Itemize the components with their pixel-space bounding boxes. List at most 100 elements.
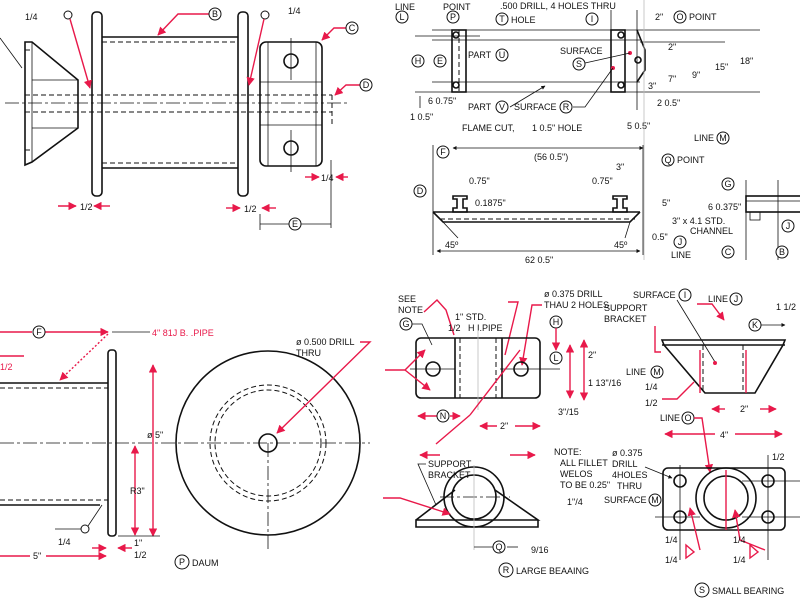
pipe-flange-view: F 4" 81J B. .PIPE 1/2 1/4 ø 5" R3" 1" 1/… bbox=[0, 325, 372, 570]
bubble-B: B bbox=[208, 7, 222, 21]
dim-9-16: 9/16 bbox=[531, 545, 549, 555]
bracket-label: BRACKET bbox=[428, 470, 471, 480]
dim-2: 2" bbox=[740, 404, 748, 414]
dim-diameter: ø 5" bbox=[147, 430, 163, 440]
dim-15: 15" bbox=[715, 62, 728, 72]
bubble-O: O bbox=[684, 413, 691, 423]
bubble-J: J bbox=[734, 294, 739, 304]
hole-note: 1 0.5" HOLE bbox=[532, 123, 582, 133]
dim-2: 2" bbox=[500, 421, 508, 431]
bubble-I: I bbox=[684, 290, 687, 300]
drill-note: THRU bbox=[296, 348, 321, 358]
bracket-label: SUPPORT bbox=[604, 303, 648, 313]
drill-note: THAU 2 HOLES bbox=[544, 300, 609, 310]
bubble-O: O bbox=[676, 12, 683, 22]
see-note: SEE bbox=[398, 294, 416, 304]
weld-fraction: 1/4 bbox=[733, 535, 746, 545]
dim-2-05: 2 0.5" bbox=[657, 98, 680, 108]
pipe-note: 1/2 bbox=[448, 323, 461, 333]
dim-flange-thickness: 1/2 bbox=[244, 204, 257, 214]
weld-note: WELOS bbox=[560, 469, 593, 479]
bubble-V: V bbox=[499, 102, 505, 112]
bracket-label: SUPPORT bbox=[428, 459, 472, 469]
bubble-H: H bbox=[553, 317, 560, 327]
flame-cut-note: FLAME CUT, bbox=[462, 123, 515, 133]
weld-fraction: 1/4 bbox=[733, 555, 746, 565]
bubble-D: D bbox=[359, 78, 373, 92]
bubble-S: S bbox=[699, 585, 705, 595]
label-point-O: POINT bbox=[689, 12, 717, 22]
label-line-O: LINE bbox=[660, 413, 680, 423]
label-surface-R: SURFACE bbox=[514, 102, 557, 112]
drill-note: .500 DRILL, 4 HOLES THRU bbox=[500, 1, 616, 11]
flange-left bbox=[91, 11, 103, 197]
dim-5: 5" bbox=[33, 551, 41, 561]
bubble-K: K bbox=[752, 320, 758, 330]
dim-05: 0.5" bbox=[652, 232, 668, 242]
bubble-R: R bbox=[563, 102, 570, 112]
dim-075: 0.75" bbox=[469, 176, 490, 186]
dim-flange-thickness: 1/2 bbox=[80, 202, 93, 212]
bubble-U: U bbox=[499, 50, 506, 60]
rail-left bbox=[452, 195, 468, 213]
label-line-J: LINE bbox=[671, 250, 691, 260]
bubble-C: C bbox=[345, 21, 359, 35]
bubble-L: L bbox=[553, 353, 558, 363]
bubble-D: D bbox=[417, 186, 424, 196]
drill-note: 4HOLES bbox=[612, 470, 648, 480]
label-point-P: POINT bbox=[443, 2, 471, 12]
angle-45: 45º bbox=[445, 240, 459, 250]
bubble-Q: Q bbox=[495, 542, 502, 552]
bubble-H: H bbox=[415, 56, 422, 66]
weld-note: ALL FILLET bbox=[560, 458, 608, 468]
bubble-T: T bbox=[499, 14, 505, 24]
drill-note: ø 0.375 bbox=[612, 448, 643, 458]
dim-1-05: 1 0.5" bbox=[410, 112, 433, 122]
dim-offset: 1/4 bbox=[321, 173, 334, 183]
large-bearing-view: SEE NOTE G 1" STD. 1/2 H I.PIPE ø 0.375 … bbox=[383, 289, 621, 578]
bubble-M: M bbox=[719, 133, 727, 143]
weld-fraction: 1/4 bbox=[25, 12, 38, 22]
pulley-assembly-view: B C D E 1/4 1/4 1/2 1/2 1/4 bbox=[0, 6, 373, 231]
label-line-J: LINE bbox=[708, 294, 728, 304]
dim-1-1-2: 1 1/2 bbox=[776, 302, 796, 312]
bubble-F: F bbox=[440, 147, 446, 157]
bubble-L: L bbox=[399, 12, 404, 22]
cone-hub bbox=[24, 41, 79, 167]
dim-2: 2" bbox=[655, 12, 663, 22]
channel-note: 3" x 4.1 STD. bbox=[672, 216, 725, 226]
label-hole-T: HOLE bbox=[511, 15, 536, 25]
bubble-M: M bbox=[653, 367, 661, 377]
dim-5-05: 5 0.5" bbox=[627, 121, 650, 131]
dim-1-13-16: 1 13"/16 bbox=[588, 378, 621, 388]
dim-radius: R3" bbox=[130, 486, 145, 496]
dim-56-05: (56 0.5") bbox=[534, 152, 568, 162]
weld-note: TO BE 0.25" bbox=[560, 480, 610, 490]
bubble-C: C bbox=[725, 247, 732, 257]
angle-45: 45º bbox=[614, 240, 628, 250]
svg-text:B: B bbox=[212, 9, 218, 19]
dim-4: 4" bbox=[720, 430, 728, 440]
flange-right bbox=[237, 11, 249, 197]
dim-1-4: 1"/4 bbox=[567, 497, 583, 507]
bubble-G: G bbox=[724, 179, 731, 189]
beam-frame-view: LINE L POINT P .500 DRILL, 4 HOLES THRU … bbox=[395, 0, 800, 265]
label-part-U: PART bbox=[468, 50, 492, 60]
svg-text:C: C bbox=[349, 23, 356, 33]
dim-18: 18" bbox=[740, 56, 753, 66]
dim-2: 2" bbox=[588, 350, 596, 360]
dim-3: 3" bbox=[616, 162, 624, 172]
bubble-Q: Q bbox=[664, 155, 671, 165]
see-note: NOTE bbox=[398, 305, 423, 315]
bubble-J: J bbox=[786, 221, 791, 231]
label-point-Q: POINT bbox=[677, 155, 705, 165]
bubble-I: I bbox=[591, 14, 594, 24]
dim-6-075: 6 0.75" bbox=[428, 96, 456, 106]
dim-7: 7" bbox=[668, 74, 676, 84]
bubble-J: J bbox=[678, 237, 683, 247]
dim-9: 9" bbox=[692, 70, 700, 80]
pipe-note: H I.PIPE bbox=[468, 323, 503, 333]
view-title-large-bearing: LARGE BEAAING bbox=[516, 566, 589, 576]
bubble-M: M bbox=[651, 495, 659, 505]
